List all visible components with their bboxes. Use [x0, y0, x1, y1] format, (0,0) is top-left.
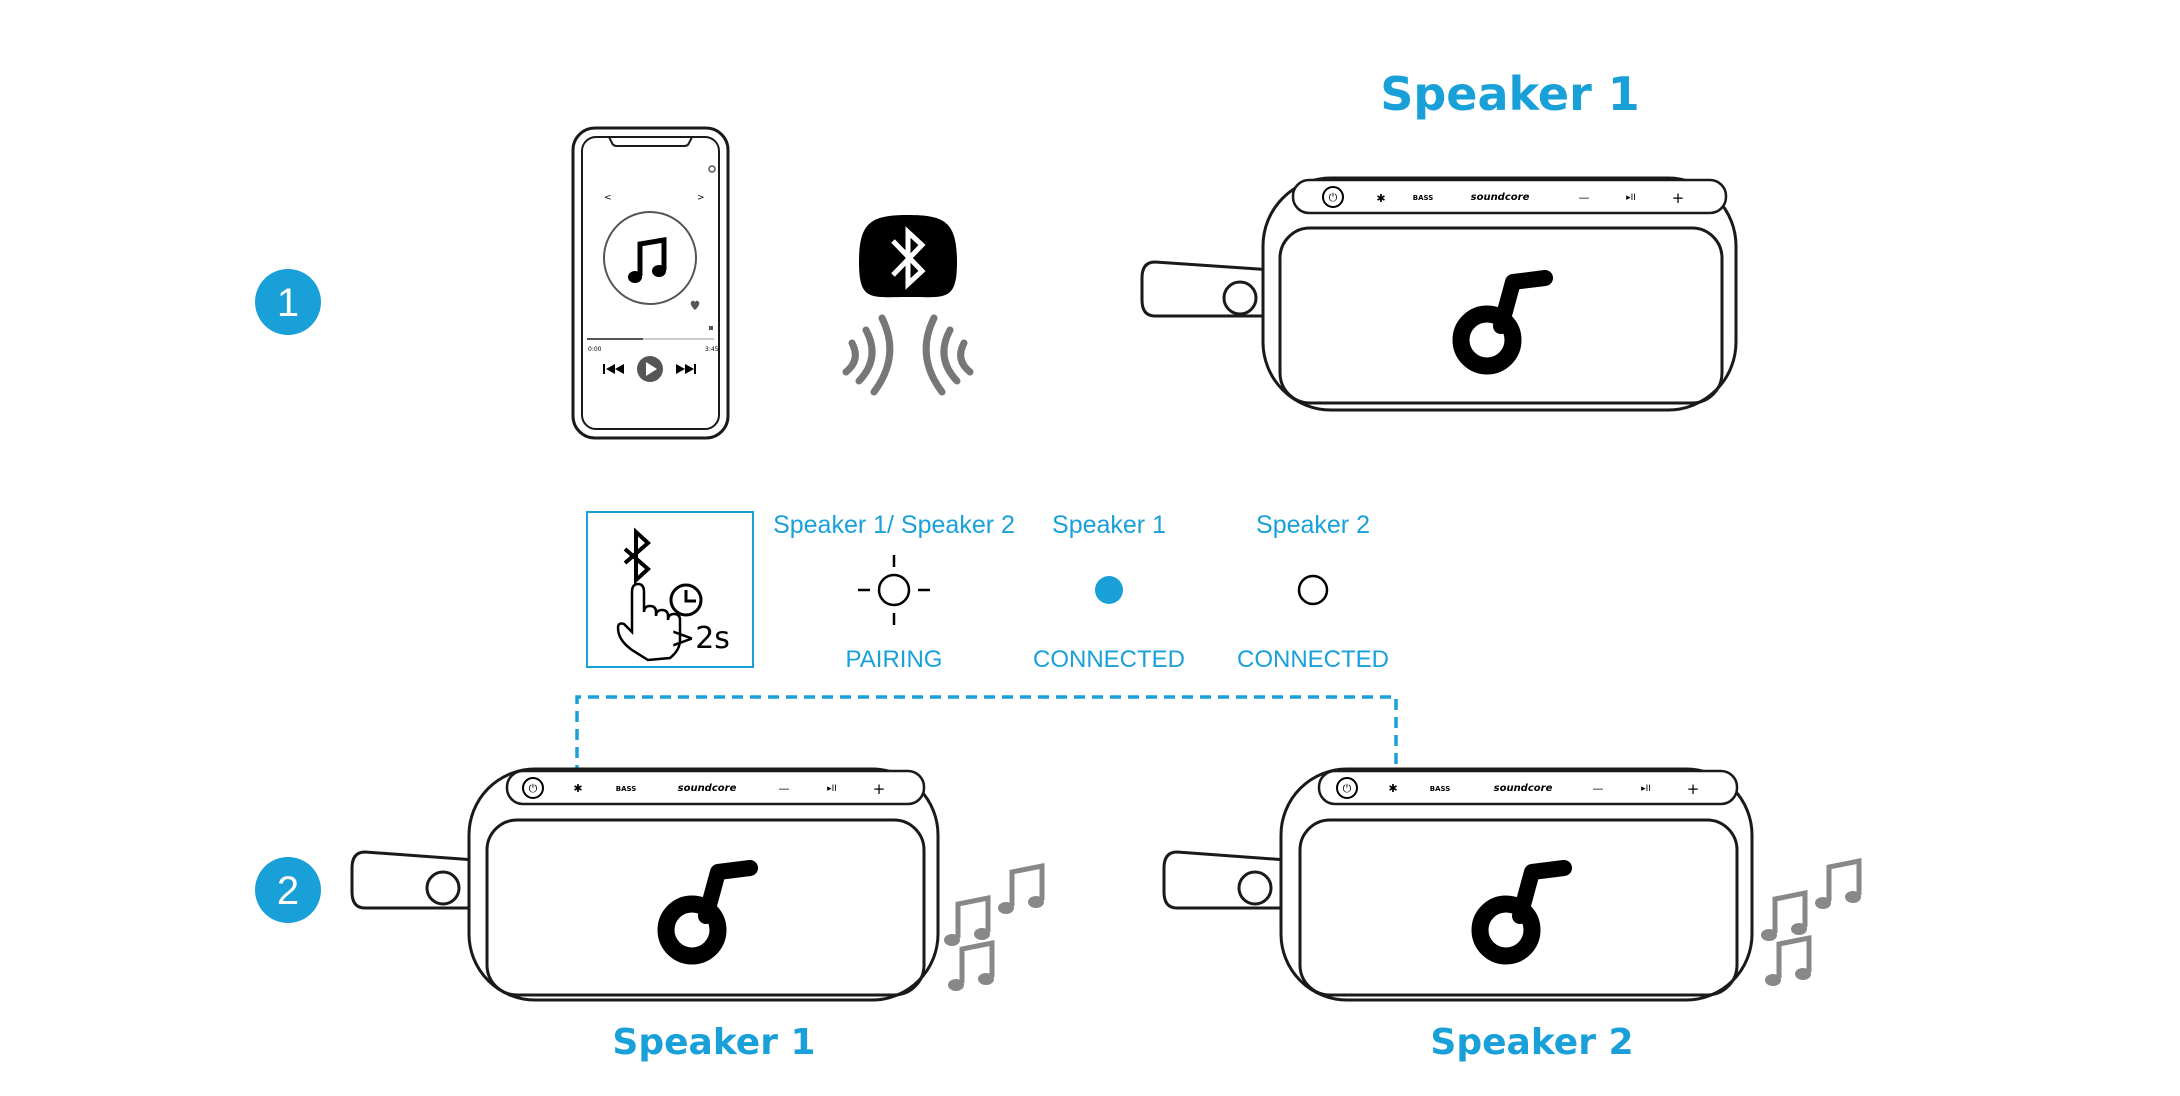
svg-text:soundcore: soundcore: [678, 783, 737, 794]
svg-text:—: —: [1593, 782, 1604, 795]
legend-item-speaker2: Speaker 2 CONNECTED: [1237, 511, 1389, 673]
legend-item-pairing: Speaker 1/ Speaker 2 PAIRING: [773, 511, 1015, 673]
next-track-icon: [676, 364, 696, 374]
heart-icon: [690, 300, 700, 310]
blinking-light-icon: [877, 573, 911, 607]
legend-item-speaker1: Speaker 1 CONNECTED: [1033, 511, 1185, 673]
bottom-speaker-1-illustration: ⏻ ✱ BASS soundcore — ▸II +: [350, 767, 940, 1002]
solid-white-light-icon: [1297, 574, 1329, 606]
clock-icon: [669, 583, 703, 617]
top-play-button: ▸II: [1626, 193, 1636, 203]
phone-illustration: < > 0:00 3:45: [571, 126, 730, 440]
prev-track-icon: [603, 364, 624, 374]
press-finger-icon: [616, 582, 682, 662]
svg-text:BASS: BASS: [1430, 785, 1451, 793]
legend-header-speaker2: Speaker 2: [1256, 511, 1370, 539]
legend-status-speaker1: CONNECTED: [1033, 646, 1185, 673]
play-icon: [637, 356, 663, 382]
speaker-1-label: Speaker 1: [612, 1022, 815, 1063]
top-plus-button: +: [1672, 189, 1685, 207]
svg-text:✱: ✱: [573, 782, 582, 795]
speaker-2-label: Speaker 2: [1430, 1022, 1633, 1063]
bottom-speaker-2-illustration: ⏻ ✱ BASS soundcore — ▸II +: [1162, 767, 1754, 1002]
album-art: [603, 211, 697, 305]
svg-text:+: +: [873, 780, 886, 798]
legend-status-pairing: PAIRING: [846, 646, 943, 673]
top-bluetooth-button-icon: ✱: [1376, 192, 1385, 205]
music-note-icon: [628, 237, 667, 283]
link-connector-line: [575, 695, 1398, 776]
svg-text:soundcore: soundcore: [1494, 783, 1553, 794]
bluetooth-symbol-icon: [623, 527, 652, 585]
svg-text:—: —: [779, 782, 790, 795]
speaker-2-music-notes-icon: [1761, 861, 1861, 986]
phone-prev-glyph: <: [604, 193, 612, 203]
svg-text:+: +: [1687, 780, 1700, 798]
step-2-badge: 2: [255, 857, 321, 923]
top-brand-label: soundcore: [1471, 192, 1530, 203]
legend-header-speaker1: Speaker 1: [1052, 511, 1166, 539]
phone-next-glyph: >: [697, 193, 705, 203]
top-speaker-illustration: ⏻ ✱ BASS soundcore — ▸II +: [1140, 176, 1738, 412]
step-2-number: 2: [277, 869, 299, 913]
top-bass-button: BASS: [1413, 194, 1434, 202]
signal-waves-right-icon: [922, 314, 974, 396]
hold-instruction-box: >2s: [586, 511, 754, 668]
step-1-number: 1: [277, 281, 299, 325]
time-total: 3:45: [705, 346, 719, 353]
settings-icon: [708, 165, 716, 173]
svg-text:✱: ✱: [1388, 782, 1397, 795]
svg-text:⏻: ⏻: [1329, 191, 1338, 204]
speaker-1-music-notes-icon: [944, 866, 1044, 991]
time-elapsed: 0:00: [588, 346, 602, 353]
svg-text:▸II: ▸II: [1641, 784, 1651, 794]
signal-waves-left-icon: [842, 314, 894, 396]
legend-header-pairing: Speaker 1/ Speaker 2: [773, 511, 1015, 539]
hold-duration-text: >2s: [670, 621, 730, 656]
bluetooth-badge-icon: [859, 215, 957, 298]
legend-status-speaker2: CONNECTED: [1237, 646, 1389, 673]
solid-blue-light-icon: [1095, 576, 1123, 604]
svg-text:BASS: BASS: [616, 785, 637, 793]
top-minus-button: —: [1579, 191, 1590, 204]
svg-text:⏻: ⏻: [1343, 782, 1352, 795]
step-1-badge: 1: [255, 269, 321, 335]
top-power-icon: [1322, 186, 1344, 208]
svg-text:▸II: ▸II: [827, 784, 837, 794]
svg-text:⏻: ⏻: [529, 782, 538, 795]
top-speaker-title: Speaker 1: [1380, 67, 1640, 121]
